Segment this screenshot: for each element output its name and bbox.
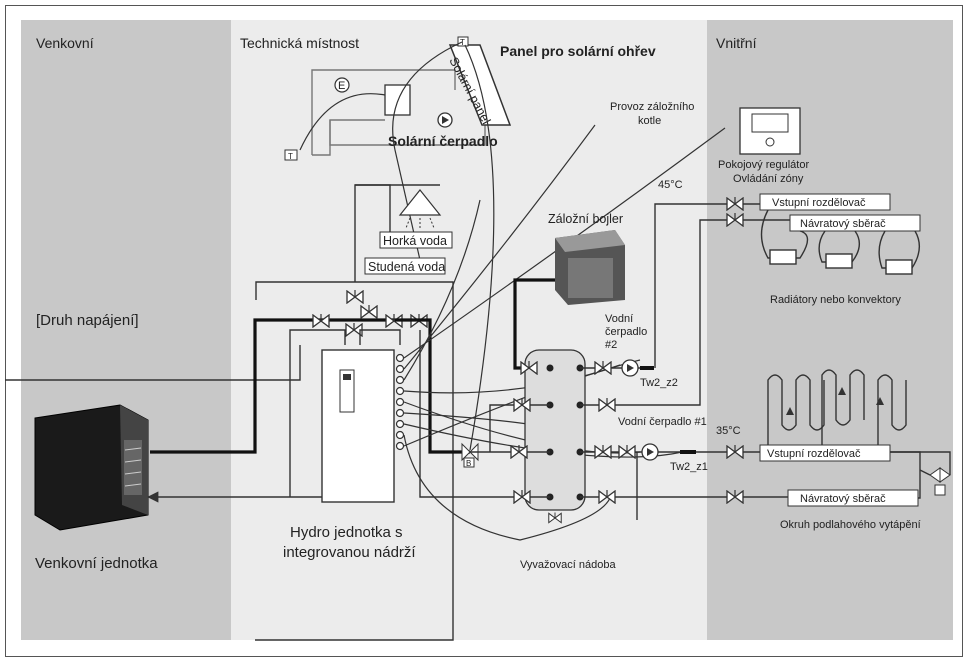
water-pump-2-line2: čerpadlo [605,326,647,338]
outdoor-unit-label: Venkovní jednotka [35,555,158,572]
solar-section-title: Panel pro solární ohřev [500,43,656,59]
outdoor-unit-icon [34,404,149,531]
hydro-unit-label-line1: Hydro jednotka s [290,524,403,541]
floor-heating-loops-icon [767,369,921,499]
expansion-vessel-label: E [338,80,345,92]
three-way-valve-b-label: B [466,459,471,468]
room-controller-icon[interactable] [739,107,801,155]
cold-water-label: Studená voda [368,260,445,274]
zone-control-label: Ovládání zóny [733,173,804,185]
tw2-z2-label: Tw2_z2 [640,377,678,389]
radiators-label: Radiátory nebo konvektory [770,294,901,306]
temp-35: 35°C [716,425,741,437]
backup-boiler-label: Záložní bojler [548,212,623,226]
sensor-t-top-label: T [460,38,465,47]
hot-water-label: Horká voda [383,234,447,248]
hydro-terminals [395,353,405,451]
backup-boiler-mode-line2: kotle [638,115,661,127]
zone-outdoor [21,20,231,640]
backup-boiler-mode-line1: Provoz záložního [610,101,694,113]
temp-45: 45°C [658,179,683,191]
buffer-tank-icon [524,349,586,511]
expansion-vessel-icon [334,77,350,93]
cold-water-box [364,257,446,275]
zone-indoor-label: Vnitřní [716,35,757,51]
diagram-frame [5,5,963,657]
sensor-t-top-icon [457,36,469,47]
water-pump-2-line3: #2 [605,339,617,351]
supply-manifold-1-label: Vstupní rozdělovač [772,197,866,209]
zone-outdoor-label: Venkovní [36,35,94,51]
sensor-t-left-label: T [288,152,293,161]
radiators-icon [760,209,920,275]
room-controller-label: Pokojový regulátor [718,159,809,171]
tw2-z1-label: Tw2_z1 [670,461,708,473]
power-type-label: [Druh napájení] [36,312,139,329]
supply-manifold-1 [759,193,891,211]
zone-technical-room-label: Technická místnost [240,35,359,51]
floor-heating-label: Okruh podlahového vytápění [780,519,921,531]
return-manifold-1-label: Návratový sběrač [800,218,886,230]
supply-manifold-2 [759,444,891,462]
supply-manifold-2-label: Vstupní rozdělovač [767,448,861,460]
hot-water-box [379,231,453,249]
shower-icon [398,189,442,229]
buffer-tank-label: Vyvažovací nádoba [520,559,616,571]
backup-boiler-icon [555,230,625,305]
hydro-unit-label-line2: integrovanou nádrží [283,544,416,561]
hydro-unit-icon [321,349,395,503]
water-pump-2-line1: Vodní [605,313,633,325]
solar-pump-label: Solární čerpadlo [388,133,498,149]
bypass-valve-icon[interactable] [929,467,951,496]
return-manifold-2-label: Návratový sběrač [800,493,886,505]
sensor-t-left-icon [284,149,298,161]
water-pump-1-label: Vodní čerpadlo #1 [618,416,707,428]
